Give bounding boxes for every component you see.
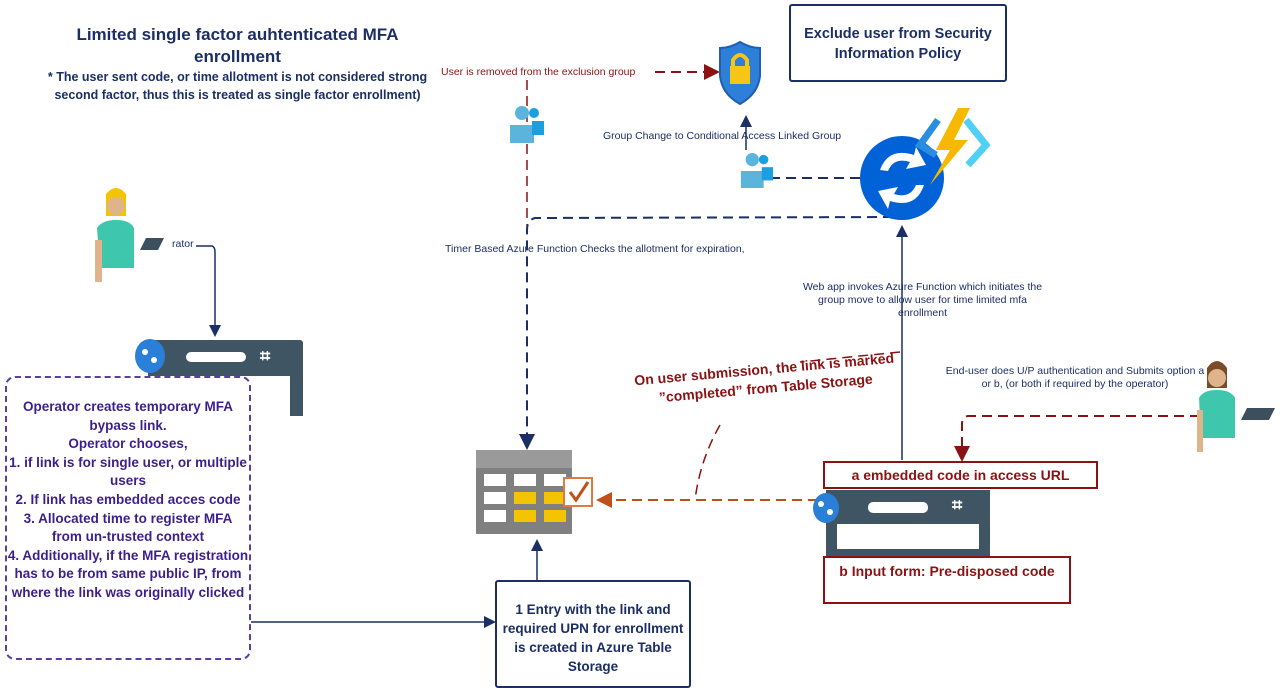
shield-lock-icon xyxy=(719,40,761,106)
globe-icon xyxy=(813,493,839,523)
table-storage-icon xyxy=(476,450,593,534)
diagram-title: Limited single factor auhtenticated MFA … xyxy=(76,25,399,66)
end-user-web-app-window: ⌗ xyxy=(826,490,990,560)
users-icon xyxy=(510,106,544,143)
address-bar xyxy=(186,352,246,362)
timer-label: Timer Based Azure Function Checks the al… xyxy=(445,243,745,255)
settings-icon: ⌗ xyxy=(260,346,271,366)
end-user-person-icon xyxy=(1197,361,1275,452)
end-user-arrow xyxy=(954,415,1200,462)
operator-step: 1. if link is for single user, or multip… xyxy=(9,454,247,489)
operator-step: 3. Allocated time to register MFA from u… xyxy=(23,510,233,545)
globe-icon xyxy=(135,339,165,373)
removed-label: User is removed from the exclusion group xyxy=(441,66,636,78)
group-change-label: Group Change to Conditional Access Linke… xyxy=(603,130,842,142)
address-bar xyxy=(868,502,928,513)
web-app-label: Web app invokes Azure Function which ini… xyxy=(802,281,1043,319)
operator-person-icon xyxy=(95,188,164,282)
end-user-label: End-user does U/P authentication and Sub… xyxy=(945,365,1205,390)
operator-intro: Operator chooses, xyxy=(68,436,188,452)
submission-curve xyxy=(694,424,721,501)
policy-box: Exclude user from Security Information P… xyxy=(789,4,1007,82)
operator-step: 2. If link has embedded acces code xyxy=(15,491,241,507)
operator-line xyxy=(196,245,221,337)
operator-heading: Operator creates temporary MFA bypass li… xyxy=(22,399,234,433)
settings-icon: ⌗ xyxy=(952,495,963,515)
azure-function-icon xyxy=(860,108,991,220)
operator-steps-box: Operator creates temporary MFA bypass li… xyxy=(5,376,251,660)
option-b-box: b Input form: Pre-disposed code xyxy=(823,556,1071,604)
option-a-box: a embedded code in access URL xyxy=(823,461,1098,489)
operator-step: 4. Additionally, if the MFA registration… xyxy=(7,547,249,600)
timer-line xyxy=(519,216,894,450)
group-users-icon xyxy=(740,152,774,188)
operator-label: rator xyxy=(172,238,194,250)
operator-web-app-window: ⌗ xyxy=(148,340,303,416)
diagram-note: * The user sent code, or time allotment … xyxy=(47,70,428,102)
table-entry-box: 1 Entry with the link and required UPN f… xyxy=(495,580,691,688)
submission-line xyxy=(799,351,901,363)
